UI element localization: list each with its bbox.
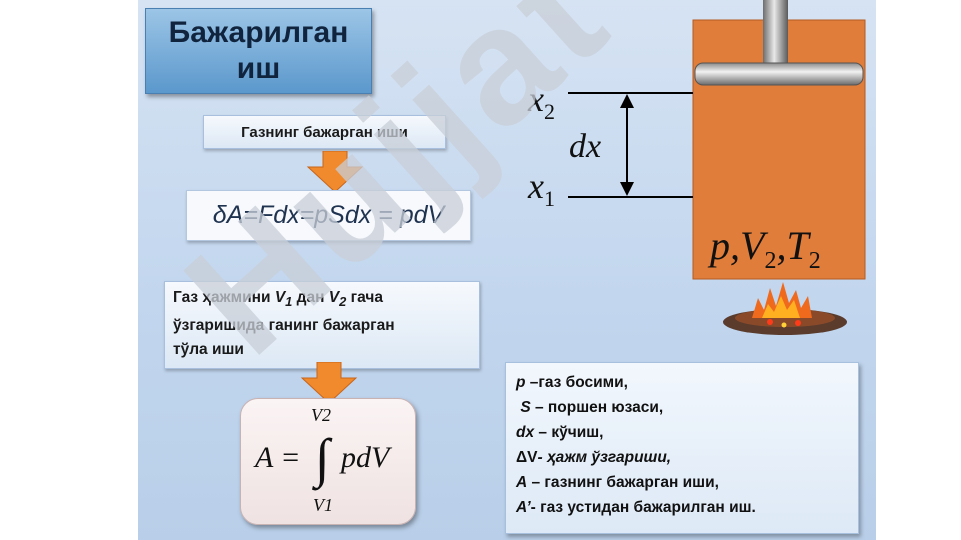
dx-arrow-bottom (620, 182, 634, 196)
volume-change-label: Газ ҳажмини V1 дан V2 гача ўзгаришида га… (164, 281, 480, 369)
integral-lhs: A = (255, 441, 301, 474)
elementary-work-formula: δA=Fdx=pSdx = pdV (186, 190, 471, 241)
integral-sign: ∫ (315, 428, 330, 488)
legend-item: S – поршен юзаси, (520, 399, 664, 416)
slide-title: Бажарилган иш (168, 16, 349, 85)
label-x2: x2 (528, 79, 555, 125)
slide-title-box: Бажарилган иш (145, 8, 372, 94)
label-dx: dx (569, 128, 602, 165)
label-x1: x1 (528, 166, 555, 212)
total-work-integral: A = ∫ V2 V1 pdV (240, 398, 416, 525)
legend-item: A’- газ устидан бажарилган иш. (516, 499, 756, 516)
down-arrow-icon (306, 151, 364, 193)
integral-lower-limit: V1 (313, 495, 333, 515)
legend-item: p –газ босими, (516, 374, 628, 391)
legend-item: A – газнинг бажарган иши, (516, 474, 719, 491)
symbol-legend: p –газ босими, S – поршен юзаси, dx – кў… (505, 362, 859, 534)
state-label: p,V2,T2 (710, 223, 821, 274)
down-arrow-icon (300, 362, 358, 404)
legend-item: ΔV- ҳажм ўзгариши, (516, 449, 672, 466)
integral-upper-limit: V2 (311, 405, 331, 425)
fire-icon (723, 282, 847, 335)
piston (694, 62, 864, 86)
piston-rod (763, 0, 788, 64)
integrand: pdV (341, 441, 390, 474)
dx-arrow-top (620, 94, 634, 108)
gas-work-label: Газнинг бажарган иши (203, 115, 446, 149)
legend-item: dx – кўчиш, (516, 424, 604, 441)
